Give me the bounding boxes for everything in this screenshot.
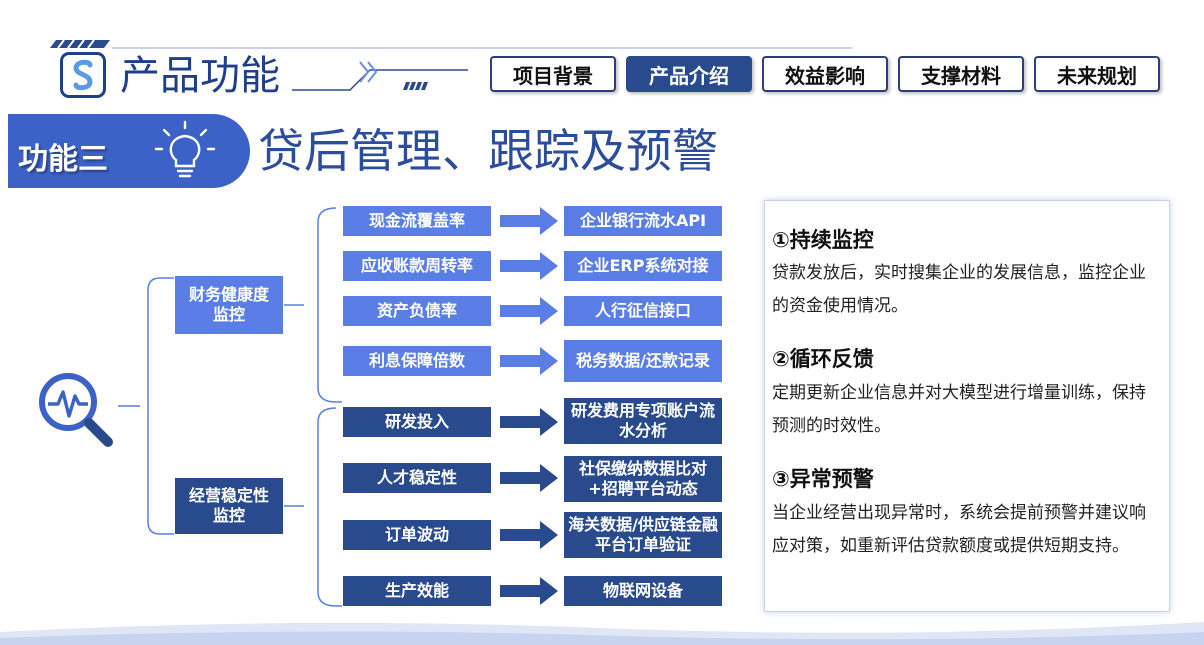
description-panel: [764, 200, 1170, 612]
metric-box: 研发投入: [343, 407, 491, 437]
arrow-right-icon: [500, 521, 558, 549]
category-financial-health: 财务健康度 监控: [175, 276, 283, 334]
source-box: 社保缴纳数据比对+招聘平台动态: [564, 456, 722, 502]
arrow-right-icon: [500, 347, 558, 375]
header-stripes: [50, 40, 110, 48]
arrow-right-icon: [500, 464, 558, 492]
tab-future-plan[interactable]: 未来规划: [1034, 56, 1160, 92]
section-body: 定期更新企业信息并对大模型进行增量训练，保持预测的时效性。: [772, 383, 1146, 436]
page-title: 产品功能: [120, 53, 280, 99]
source-box: 人行征信接口: [564, 296, 722, 326]
source-box: 研发费用专项账户流水分析: [564, 398, 722, 444]
arrow-right-icon: [500, 252, 558, 280]
arrow-right-icon: [500, 408, 558, 436]
footer-wave: [0, 622, 1204, 645]
feature-badge: [8, 114, 250, 188]
arrow-right-icon: [500, 207, 558, 235]
magnifier-pulse-icon: [39, 373, 113, 447]
arrow-right-icon: [500, 297, 558, 325]
metric-box: 订单波动: [343, 520, 491, 550]
feature-label: 功能三: [18, 142, 108, 177]
tab-product-intro[interactable]: 产品介绍: [626, 56, 752, 92]
header-decoration: [292, 61, 468, 91]
metric-box: 人才稳定性: [343, 463, 491, 493]
lightbulb-icon: [154, 120, 216, 178]
metric-box: 生产效能: [343, 576, 491, 606]
source-box: 企业ERP系统对接: [564, 251, 722, 281]
source-box: 物联网设备: [564, 576, 722, 606]
source-box: 税务数据/还款记录: [564, 340, 722, 382]
section-heading: ①持续监控: [772, 228, 874, 252]
tab-project-background[interactable]: 项目背景: [490, 56, 616, 92]
metric-box: 资产负债率: [343, 296, 491, 326]
metric-box: 现金流覆盖率: [343, 206, 491, 236]
tab-benefit-impact[interactable]: 效益影响: [762, 56, 888, 92]
logo-icon: [60, 52, 106, 98]
metric-box: 应收账款周转率: [343, 251, 491, 281]
section-body: 贷款发放后，实时搜集企业的发展信息，监控企业的资金使用情况。: [772, 263, 1146, 316]
section-heading: ③异常预警: [772, 467, 874, 491]
metric-box: 利息保障倍数: [343, 346, 491, 376]
category-operational-stability: 经营稳定性 监控: [175, 478, 283, 534]
header-divider: [112, 47, 852, 49]
section-body: 当企业经营出现异常时，系统会提前预警并建议响应对策，如重新评估贷款额度或提供短期…: [772, 503, 1146, 556]
arrow-right-icon: [500, 577, 558, 605]
source-box: 企业银行流水API: [564, 206, 722, 236]
tab-support-materials[interactable]: 支撑材料: [898, 56, 1024, 92]
section-heading: ②循环反馈: [772, 347, 874, 371]
top-nav: 项目背景 产品介绍 效益影响 支撑材料 未来规划: [490, 56, 1160, 92]
source-box: 海关数据/供应链金融平台订单验证: [564, 512, 722, 558]
feature-title: 贷后管理、跟踪及预警: [258, 124, 718, 178]
